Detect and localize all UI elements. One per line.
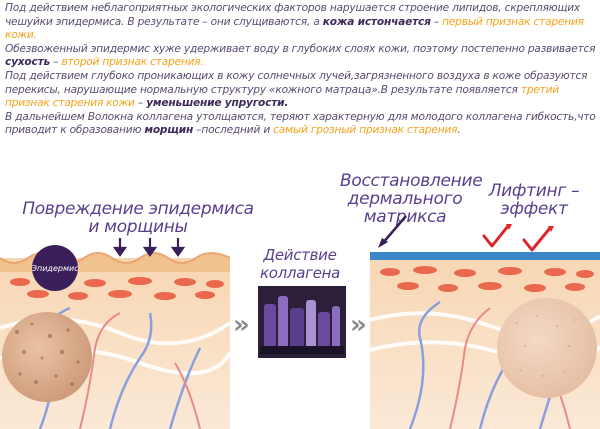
surface-pointer-arrow — [378, 215, 407, 248]
damage-caption-line2: и морщины — [88, 217, 188, 237]
paragraph-1-segment-3: – — [430, 15, 443, 28]
lifting-caption: Лифтинг – эффект — [478, 182, 590, 218]
collagen-caption-line2: коллагена — [259, 264, 340, 282]
paragraph-3: Под действием глубоко проникающих в кожу… — [5, 70, 597, 111]
paragraph-4-segment-5: . — [457, 124, 461, 137]
article-text: Под действием неблагоприятных экологичес… — [5, 2, 597, 138]
restore-caption-line1: Восстановление — [340, 171, 483, 191]
paragraph-2-segment-2: сухость — [5, 56, 51, 69]
collagen-product-image — [258, 286, 346, 358]
paragraph-4-segment-2: морщин — [144, 124, 194, 137]
lifting-caption-line1: Лифтинг – — [488, 181, 580, 201]
paragraph-3-segment-2: третий признак старения кожи — [5, 83, 560, 110]
paragraph-4-segment-3: –последний и — [193, 124, 274, 137]
paragraph-1-segment-4: первый признак старения кожи. — [5, 15, 584, 42]
paragraph-3-segment-1: Под действием глубоко проникающих в кожу… — [5, 69, 588, 96]
damage-caption-line1: Повреждение эпидермиса — [22, 199, 254, 219]
paragraph-4-segment-1: В дальнейшем Волокна коллагена утолщаютс… — [5, 110, 596, 137]
paragraph-1-segment-1: Под действием неблагоприятных экологичес… — [5, 2, 581, 28]
restored-skin-illustration — [370, 252, 600, 429]
paragraph-2-segment-4: второй признак старения. — [61, 56, 204, 69]
arrow-1: » — [233, 310, 250, 340]
lifting-caption-line2: эффект — [500, 199, 568, 219]
epidermis-badge: Эпидермис — [31, 245, 79, 291]
paragraph-2-segment-3: – — [50, 56, 62, 69]
paragraph-3-segment-4: уменьшение упругости. — [146, 97, 289, 110]
paragraph-1-segment-2: кожа истончается — [322, 15, 431, 28]
paragraph-1: Под действием неблагоприятных экологичес… — [5, 2, 597, 43]
paragraph-2-segment-1: Обезвоженный эпидермис хуже удерживает в… — [5, 42, 596, 55]
restore-caption-line2: дермального — [347, 189, 463, 209]
paragraph-2: Обезвоженный эпидермис хуже удерживает в… — [5, 43, 597, 70]
restored-skin-zoom — [497, 298, 597, 398]
arrow-2: » — [350, 310, 367, 340]
epidermis-badge-label: Эпидермис — [31, 263, 79, 273]
collagen-caption-line1: Действие — [263, 246, 337, 264]
paragraph-4-segment-4: самый грозный признак старения — [273, 124, 458, 137]
damaged-skin-zoom — [2, 312, 92, 402]
paragraph-3-segment-3: – — [134, 97, 147, 110]
lifting-check-arrows — [482, 224, 554, 252]
damage-caption: Повреждение эпидермиса и морщины — [18, 200, 258, 236]
collagen-caption: Действие коллагена — [240, 246, 360, 282]
paragraph-4: В дальнейшем Волокна коллагена утолщаютс… — [5, 111, 597, 138]
